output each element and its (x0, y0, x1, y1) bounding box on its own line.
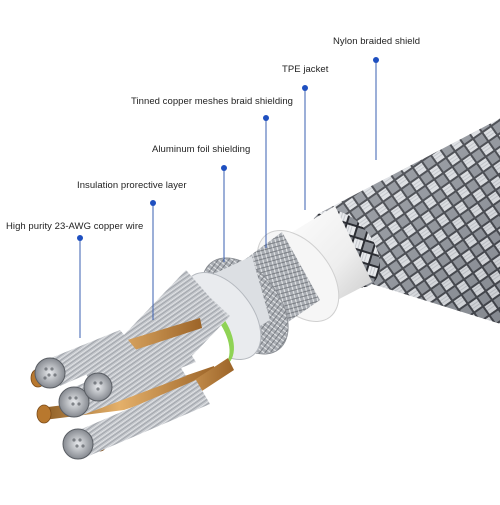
leader-lines (79, 62, 377, 338)
label-aluminum-foil: Aluminum foil shielding (152, 144, 251, 155)
label-insulation-layer: Insulation prorective layer (77, 180, 187, 191)
label-copper-wire: High purity 23-AWG copper wire (6, 221, 144, 232)
tinned-wire-ends (34, 330, 210, 460)
leader-dots (77, 57, 379, 241)
label-tpe-jacket: TPE jacket (282, 64, 329, 75)
label-nylon-braided-shield: Nylon braided shield (333, 36, 421, 47)
label-tinned-copper-mesh: Tinned copper meshes braid shielding (131, 96, 293, 107)
